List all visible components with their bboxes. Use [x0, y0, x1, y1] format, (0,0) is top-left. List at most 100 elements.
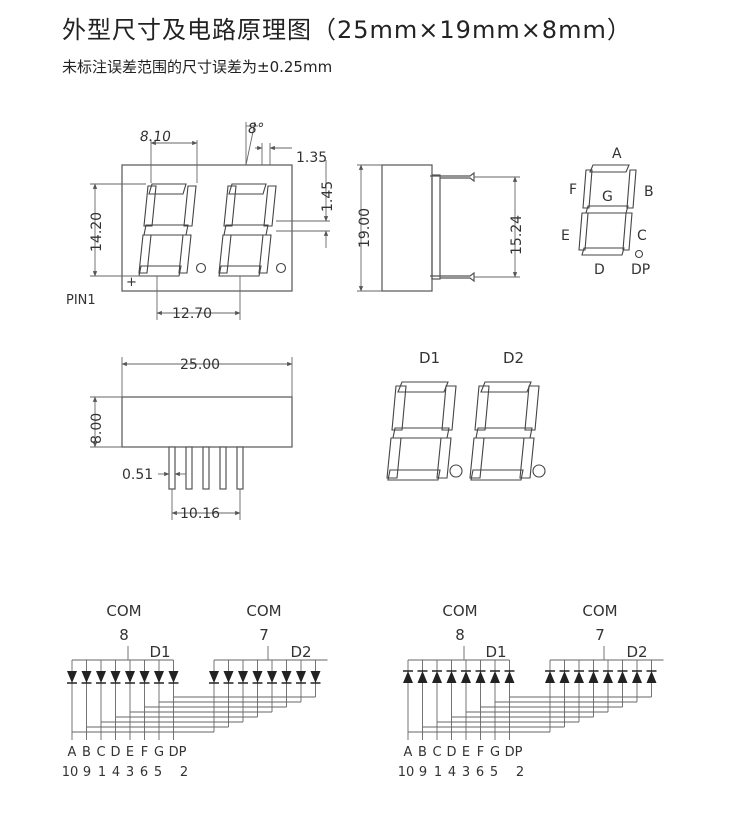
big-digit-1 — [386, 381, 463, 481]
pin-letter-5: F — [477, 745, 484, 760]
diode-d2-2 — [574, 671, 584, 683]
pin-number-7: 2 — [180, 765, 188, 780]
diode-d1-1 — [81, 671, 92, 683]
pin1-label: PIN1 — [66, 293, 96, 308]
dim-slant: 1.35 — [296, 150, 327, 166]
pin-letter-3: D — [446, 745, 456, 760]
side-pin-bottom — [430, 271, 475, 283]
big-digit-2 — [469, 381, 546, 481]
com-pin-2: 7 — [595, 626, 605, 644]
pin-number-3: 4 — [112, 765, 120, 780]
bottom-dim-pin-dia: 0.51 — [122, 467, 153, 483]
pin-number-6: 5 — [154, 765, 162, 780]
dim-seg-gap: 1.45 — [320, 181, 336, 212]
bottom-dim-width: 25.00 — [180, 357, 220, 373]
diode-d2-6 — [632, 671, 642, 683]
pin-letter-6: G — [490, 745, 500, 760]
diode-d2-3 — [252, 671, 263, 683]
diode-d1-7 — [168, 671, 179, 683]
diode-d2-1 — [223, 671, 234, 683]
digit-1-label: D1 — [485, 643, 506, 661]
seg-label-g: G — [602, 189, 613, 205]
diode-d1-2 — [432, 671, 442, 683]
diode-d1-6 — [490, 671, 500, 683]
front-digit-1 — [138, 183, 207, 277]
pin-letter-2: C — [96, 745, 105, 760]
page-subtitle: 未标注误差范围的尺寸误差为±0.25mm — [62, 58, 333, 76]
pin-number-4: 3 — [126, 765, 134, 780]
bottom-pins — [168, 446, 244, 490]
dim-digit-width: 8.10 — [139, 129, 172, 145]
com-pin-2: 7 — [259, 626, 269, 644]
dim-height: 14.20 — [89, 212, 105, 252]
diode-d1-3 — [446, 671, 457, 683]
pin-number-4: 3 — [462, 765, 470, 780]
pin-number-1: 9 — [83, 765, 91, 780]
pin-number-2: 1 — [98, 765, 106, 780]
digit-label-d2: D2 — [503, 349, 524, 367]
diode-d2-5 — [281, 671, 292, 683]
com-label-1: COM — [106, 602, 141, 620]
diode-d1-1 — [417, 671, 428, 683]
pin-letter-4: E — [462, 745, 470, 760]
diode-d1-2 — [96, 671, 106, 683]
seg-label-e: E — [561, 228, 570, 244]
pin-letter-1: B — [418, 745, 427, 760]
pin-letter-2: C — [432, 745, 441, 760]
pin-number-2: 1 — [434, 765, 442, 780]
digit-2-label: D2 — [290, 643, 311, 661]
dim-angle: 8° — [247, 121, 265, 137]
digit-1-label: D1 — [149, 643, 170, 661]
side-view: 19.00 15.24 — [357, 164, 525, 292]
diode-d1-4 — [461, 671, 471, 683]
seg-label-dp: DP — [631, 262, 650, 278]
diode-d1-4 — [125, 671, 135, 683]
pin-number-5: 6 — [140, 765, 148, 780]
pin-letter-0: A — [404, 745, 413, 760]
diode-d1-0 — [403, 671, 413, 683]
pin-letter-4: E — [126, 745, 134, 760]
pin-letter-3: D — [110, 745, 120, 760]
side-body-step — [431, 174, 441, 280]
diode-d2-4 — [603, 671, 613, 683]
segment-legend: A B C D E F G DP — [561, 146, 654, 278]
diode-d1-6 — [154, 671, 164, 683]
side-pin-top — [430, 171, 475, 183]
pin-letter-0: A — [68, 745, 77, 760]
pin-number-6: 5 — [490, 765, 498, 780]
pin-number-7: 2 — [516, 765, 524, 780]
bottom-dim-depth: 8.00 — [89, 413, 105, 444]
diode-d2-5 — [617, 671, 628, 683]
com-pin-1: 8 — [119, 626, 129, 644]
side-body-outline — [381, 164, 433, 292]
front-digit-2 — [218, 183, 287, 277]
side-dim-height: 19.00 — [357, 208, 373, 248]
front-body-outline — [121, 164, 293, 292]
pin-letter-7: DP — [505, 745, 523, 760]
bottom-body-outline — [121, 396, 293, 448]
pin-letter-5: F — [141, 745, 148, 760]
diode-d2-3 — [588, 671, 599, 683]
pin-number-5: 6 — [476, 765, 484, 780]
seg-label-b: B — [644, 184, 654, 200]
com-label-2: COM — [582, 602, 617, 620]
seg-label-a: A — [612, 146, 622, 162]
diode-d1-7 — [504, 671, 515, 683]
seg-label-d: D — [594, 262, 605, 278]
digit-pair-view: D1 D2 — [386, 349, 546, 481]
diode-d2-6 — [296, 671, 306, 683]
pin-letter-7: DP — [169, 745, 187, 760]
diode-d2-0 — [545, 671, 555, 683]
pin-letter-6: G — [154, 745, 164, 760]
digit-2-label: D2 — [626, 643, 647, 661]
bottom-view: 25.00 8.00 0.51 10.16 — [89, 357, 293, 522]
front-view: 8.10 8° 1.35 14.20 1.45 12.70 + PIN1 — [66, 121, 336, 322]
diode-d2-1 — [559, 671, 570, 683]
bottom-dim-pin-pitch: 10.16 — [180, 506, 220, 522]
diode-d1-0 — [67, 671, 77, 683]
diode-d2-4 — [267, 671, 277, 683]
pin-number-1: 9 — [419, 765, 427, 780]
